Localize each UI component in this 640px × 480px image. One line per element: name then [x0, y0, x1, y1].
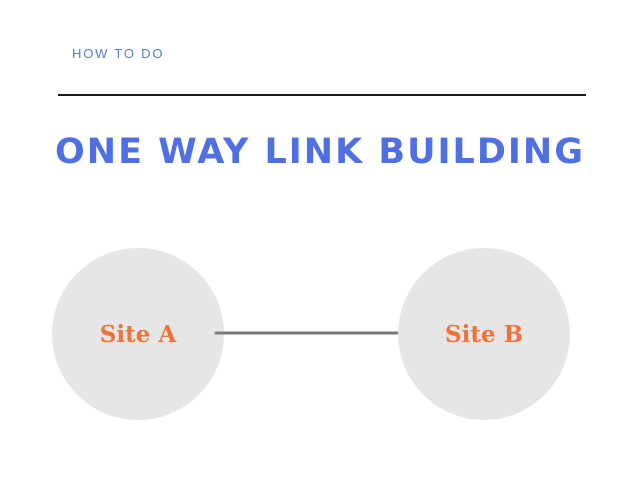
- node-site-a: Site A: [52, 248, 224, 420]
- node-site-b: Site B: [398, 248, 570, 420]
- eyebrow-label: HOW TO DO: [72, 46, 165, 61]
- divider-line: [58, 94, 586, 96]
- node-site-b-label: Site B: [444, 320, 524, 348]
- page-title: ONE WAY LINK BUILDING: [55, 132, 585, 172]
- node-site-a-label: Site A: [99, 320, 177, 348]
